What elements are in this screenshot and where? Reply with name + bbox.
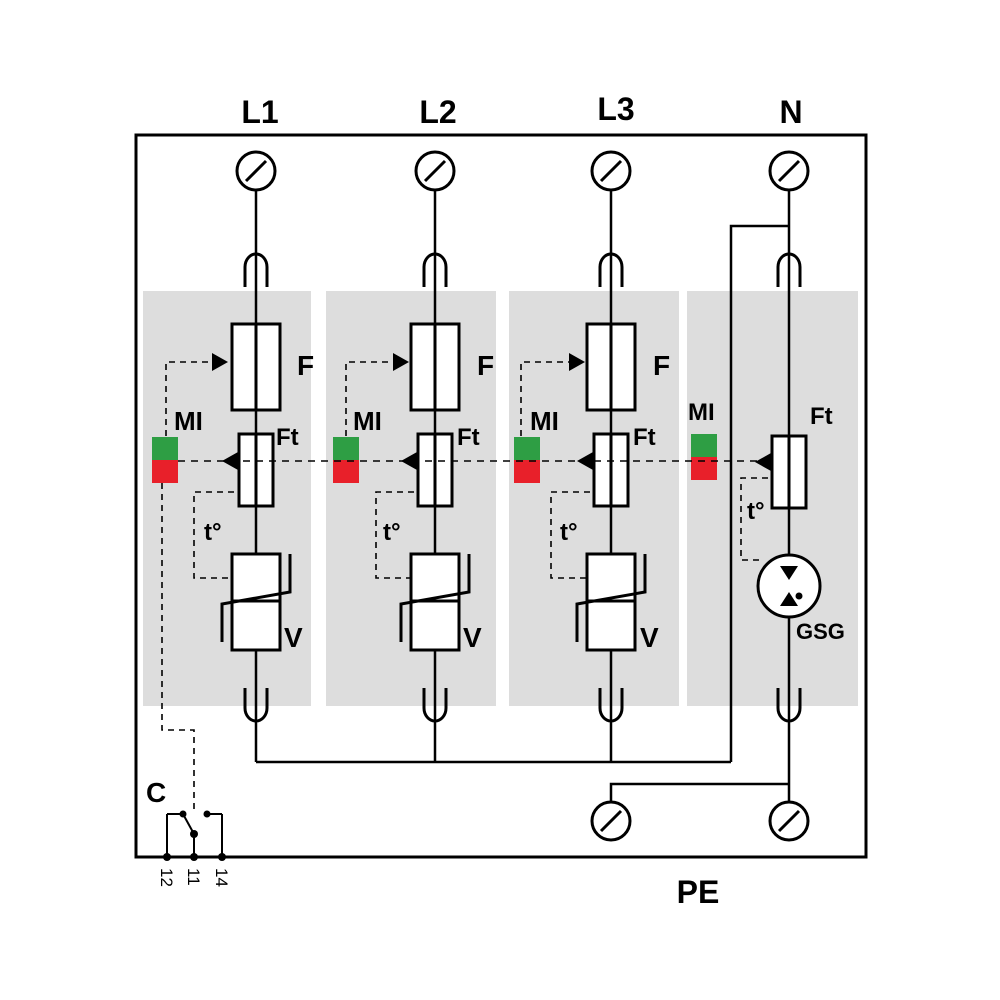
indicator-label: MI <box>353 406 382 436</box>
label-pe: PE <box>677 874 720 910</box>
fuse-label: F <box>477 350 494 381</box>
remote-contact <box>161 483 226 861</box>
actuator-arrow-icon <box>393 353 409 371</box>
gas-discharge-tube-icon <box>756 553 822 619</box>
label-l1: L1 <box>241 94 278 130</box>
thermal-disconnector-symbol <box>770 434 808 510</box>
fuse-symbol <box>409 322 461 412</box>
terminal-screw-icon[interactable] <box>414 150 456 192</box>
terminal-number-label: 14 <box>212 868 231 887</box>
label-n: N <box>779 94 802 130</box>
actuator-arrow-icon <box>212 353 228 371</box>
fuse-symbol <box>585 322 637 412</box>
thermal-disconnector-symbol <box>592 432 630 508</box>
indicator-ok <box>152 437 178 460</box>
terminal-number-label: 12 <box>157 868 176 887</box>
actuator-arrow-icon <box>401 452 417 470</box>
terminal-screw-icon[interactable] <box>590 800 632 842</box>
indicator-ok <box>691 434 717 457</box>
terminal-screw-icon[interactable] <box>768 150 810 192</box>
actuator-arrow-icon <box>569 353 585 371</box>
fuse-label: F <box>297 350 314 381</box>
module-l1 <box>143 291 311 706</box>
neutral <box>691 150 822 802</box>
temp-label: t° <box>204 519 222 546</box>
indicator-fault <box>152 460 178 483</box>
label-l3: L3 <box>597 91 634 127</box>
indicator-label: MI <box>688 399 715 426</box>
varistor-label: V <box>640 622 659 653</box>
module-backgrounds <box>143 291 858 706</box>
actuator-arrow-icon <box>755 453 771 471</box>
fuse-label: F <box>653 350 670 381</box>
temp-label: t° <box>560 519 578 546</box>
terminal-number-label: 11 <box>184 868 203 886</box>
thermal-disconnector-symbol <box>237 432 275 508</box>
varistor-symbol <box>220 552 292 652</box>
phase-l3 <box>514 150 647 762</box>
indicator-ok <box>514 437 540 460</box>
label-l2: L2 <box>419 94 456 130</box>
indicator-ok <box>333 437 359 460</box>
terminal-screw-icon[interactable] <box>590 150 632 192</box>
indicator-fault <box>514 460 540 483</box>
phase-l2 <box>333 150 471 762</box>
indicator-label: MI <box>174 406 203 436</box>
varistor-label: V <box>284 622 303 653</box>
thermal-label: Ft <box>276 424 299 451</box>
phase-l1 <box>152 150 292 762</box>
varistor-symbol <box>575 552 647 652</box>
thermal-label: Ft <box>633 424 656 451</box>
varistor-label: V <box>463 622 482 653</box>
pe-terminals <box>590 782 810 842</box>
gas-tube-label: GSG <box>796 619 845 644</box>
temp-label: t° <box>383 519 401 546</box>
labels: L1 L2 L3 N F F F MI MI MI MI Ft Ft Ft Ft… <box>146 91 845 910</box>
indicator-label: MI <box>530 406 559 436</box>
indicator-fault <box>691 457 717 480</box>
indicator-fault <box>333 460 359 483</box>
thermal-label: Ft <box>810 403 833 430</box>
fuse-symbol <box>230 322 282 412</box>
terminal-screw-icon[interactable] <box>235 150 277 192</box>
thermal-label: Ft <box>457 424 480 451</box>
thermal-disconnector-symbol <box>416 432 454 508</box>
varistor-symbol <box>399 552 471 652</box>
temp-label: t° <box>747 498 765 525</box>
terminal-screw-icon[interactable] <box>768 800 810 842</box>
contact-label: C <box>146 777 166 808</box>
